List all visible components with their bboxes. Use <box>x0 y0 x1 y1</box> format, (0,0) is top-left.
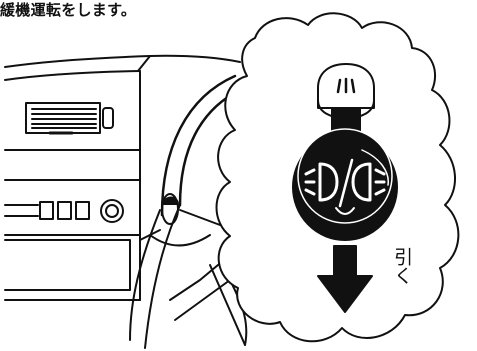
pull-instruction-label: 引く <box>391 247 413 285</box>
caption-text: 緩機運転をします。 <box>0 1 137 19</box>
fog-lamp-symbol-icon <box>304 158 386 215</box>
air-vent <box>25 102 114 135</box>
dashboard-panel <box>4 54 241 301</box>
steering-wheel <box>129 74 251 349</box>
center-console <box>4 149 141 291</box>
arrow-down-icon <box>317 245 373 313</box>
